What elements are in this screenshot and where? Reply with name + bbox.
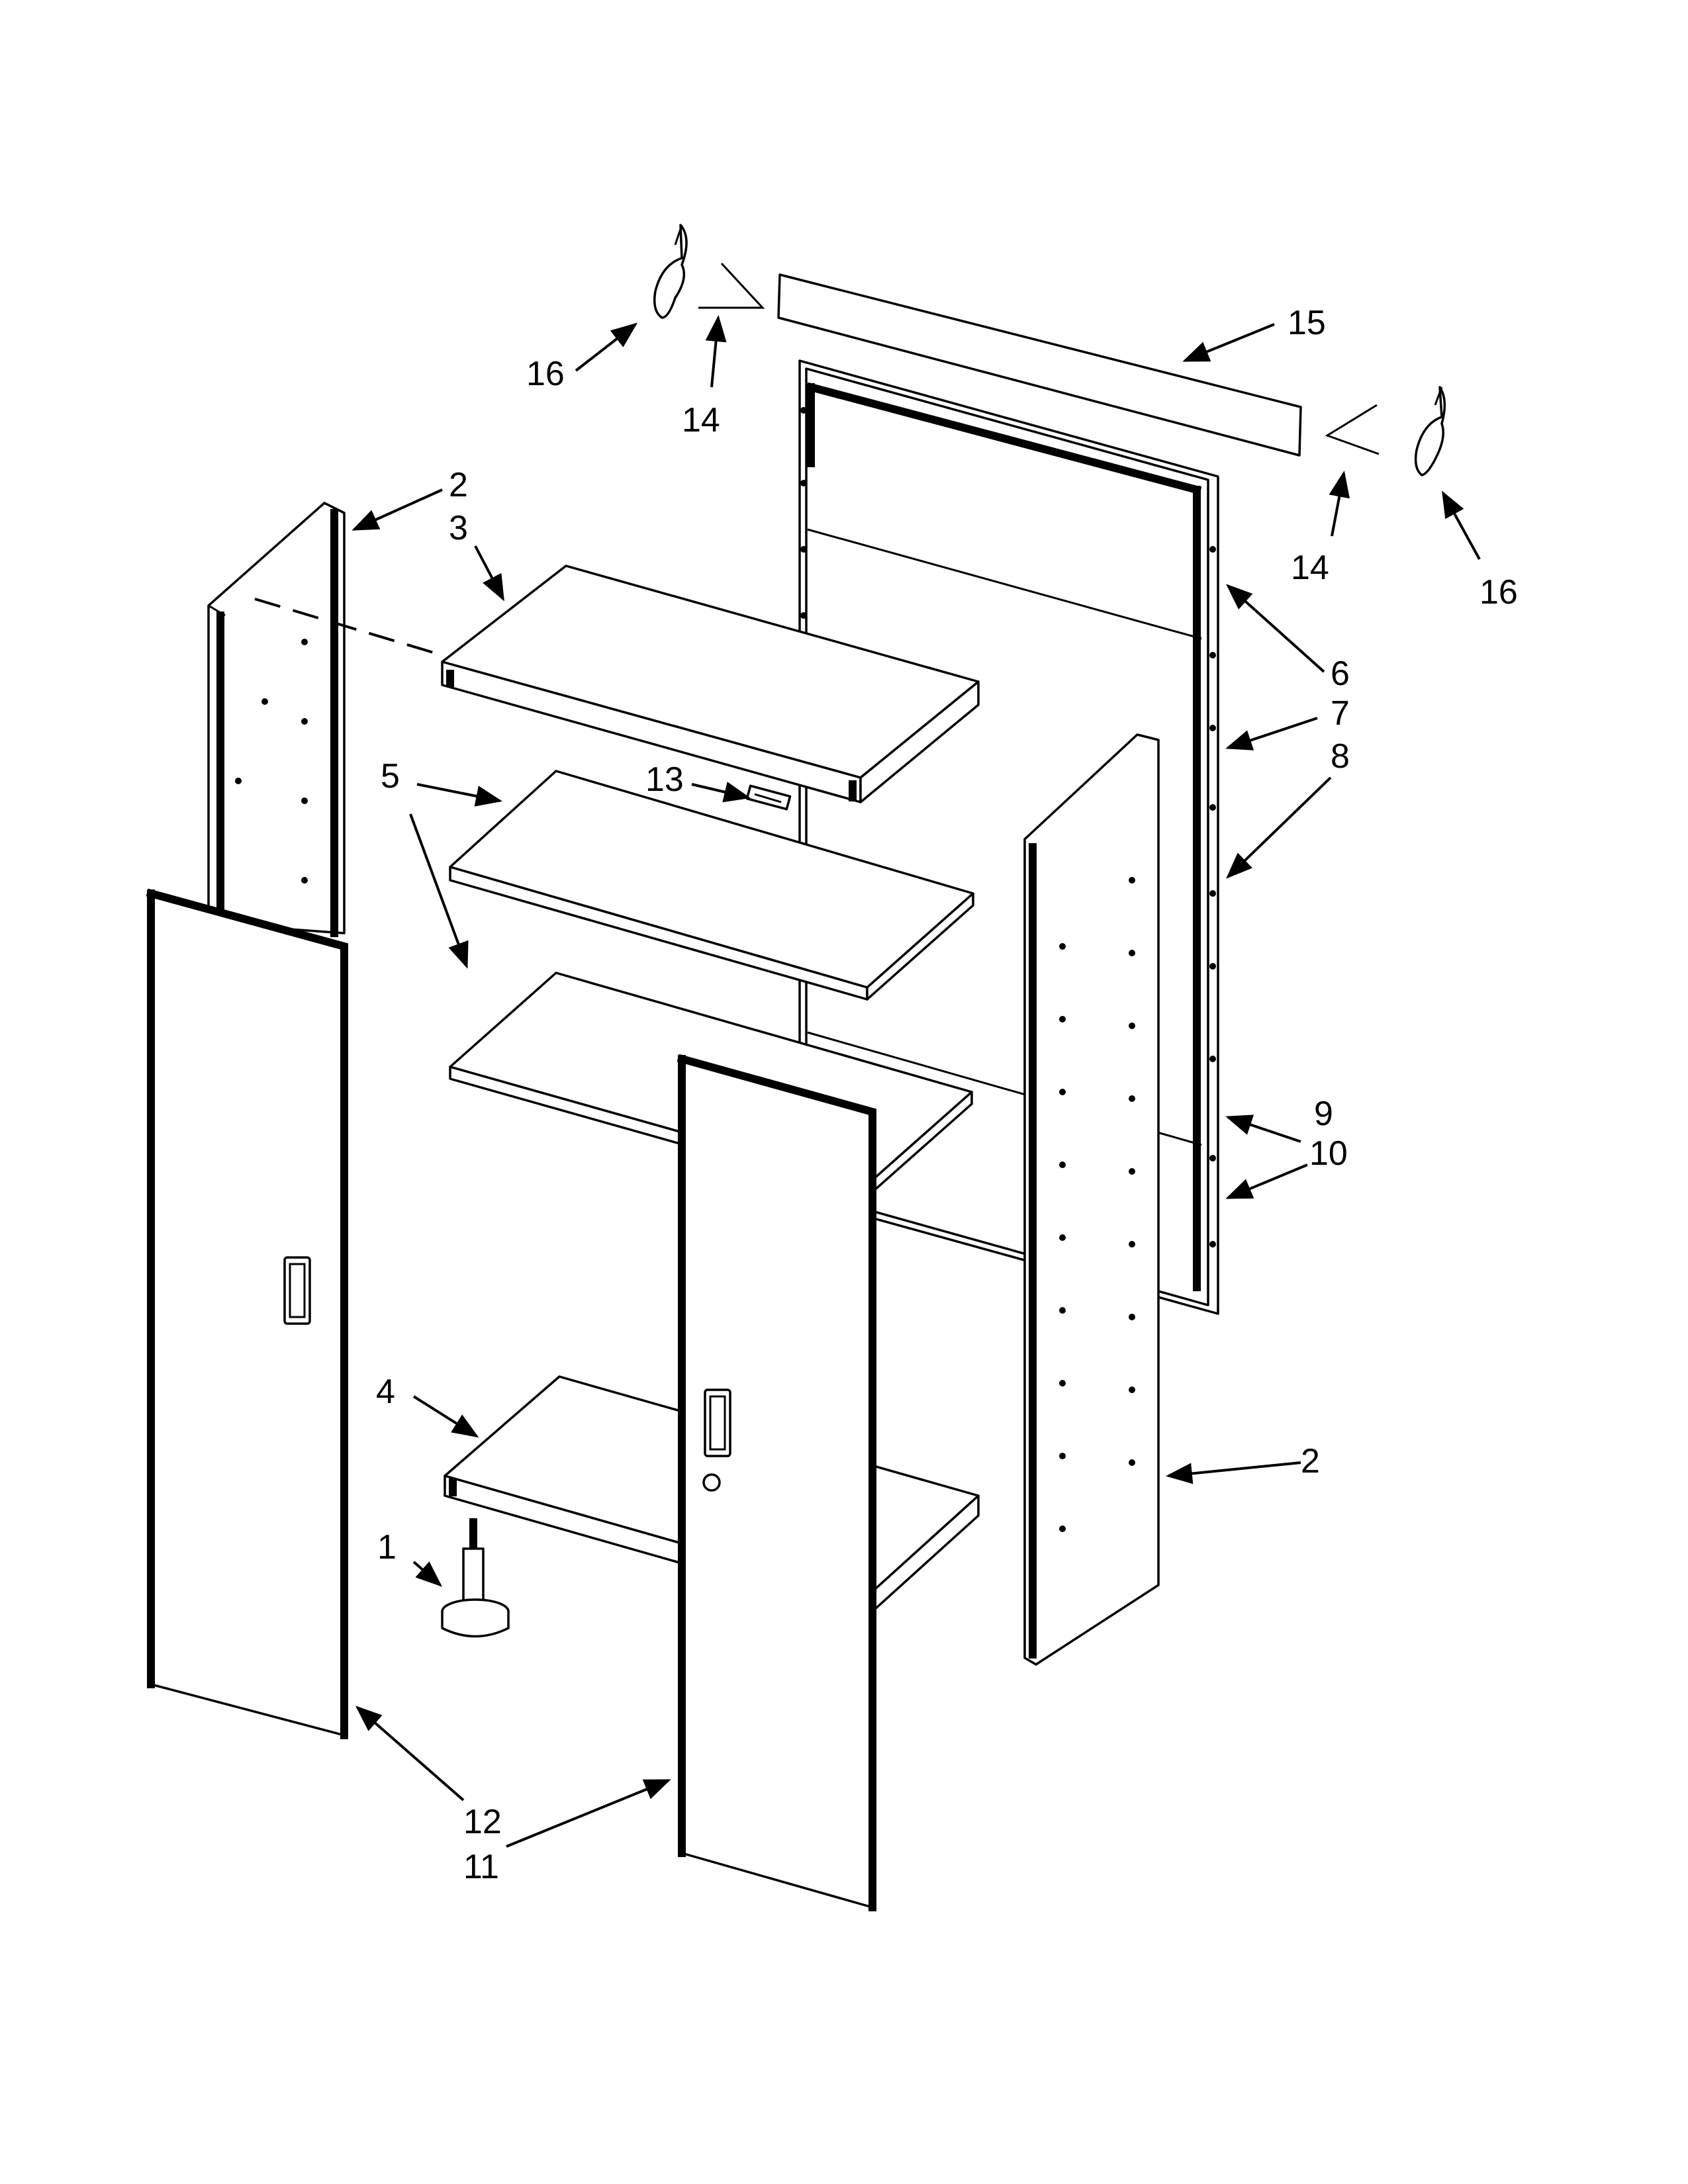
door-right [677, 1054, 876, 1911]
callout-8: 8 [1331, 737, 1350, 776]
callout-3: 3 [449, 509, 468, 547]
callout-1: 1 [377, 1528, 397, 1567]
callout-10: 10 [1309, 1134, 1348, 1173]
adjustable-shelf-upper [449, 770, 974, 1001]
side-panel-left [207, 502, 346, 937]
corner-clip-right [1325, 404, 1380, 455]
callout-15: 15 [1288, 304, 1326, 342]
leveling-foot [441, 1518, 510, 1638]
callout-labels: 16 14 15 14 16 2 3 5 13 6 7 8 9 10 2 4 1… [376, 304, 1518, 1886]
callout-16-right: 16 [1479, 573, 1518, 612]
callout-9: 9 [1314, 1095, 1333, 1133]
callout-6: 6 [1331, 655, 1350, 693]
callout-12: 12 [463, 1803, 502, 1841]
side-panel-right [1023, 733, 1160, 1666]
callout-5: 5 [381, 757, 400, 796]
top-trim-strip [777, 273, 1302, 457]
callout-2-top: 2 [449, 466, 468, 504]
callout-11: 11 [463, 1848, 499, 1886]
callout-4: 4 [376, 1373, 395, 1411]
alignment-dashed-line [254, 598, 443, 657]
callout-14-left: 14 [682, 401, 720, 439]
door-left [146, 888, 348, 1739]
callout-2-bottom: 2 [1301, 1442, 1320, 1480]
callout-14-right: 14 [1291, 549, 1329, 587]
callout-7: 7 [1331, 694, 1350, 733]
callout-16-left: 16 [526, 355, 565, 393]
corner-clip-left [698, 262, 765, 309]
end-bracket-right [1414, 386, 1446, 477]
callout-13: 13 [645, 760, 684, 799]
end-bracket-left [653, 224, 688, 319]
caution-label [745, 784, 792, 811]
top-shelf [441, 565, 980, 803]
leader-arrows [352, 315, 1481, 1848]
